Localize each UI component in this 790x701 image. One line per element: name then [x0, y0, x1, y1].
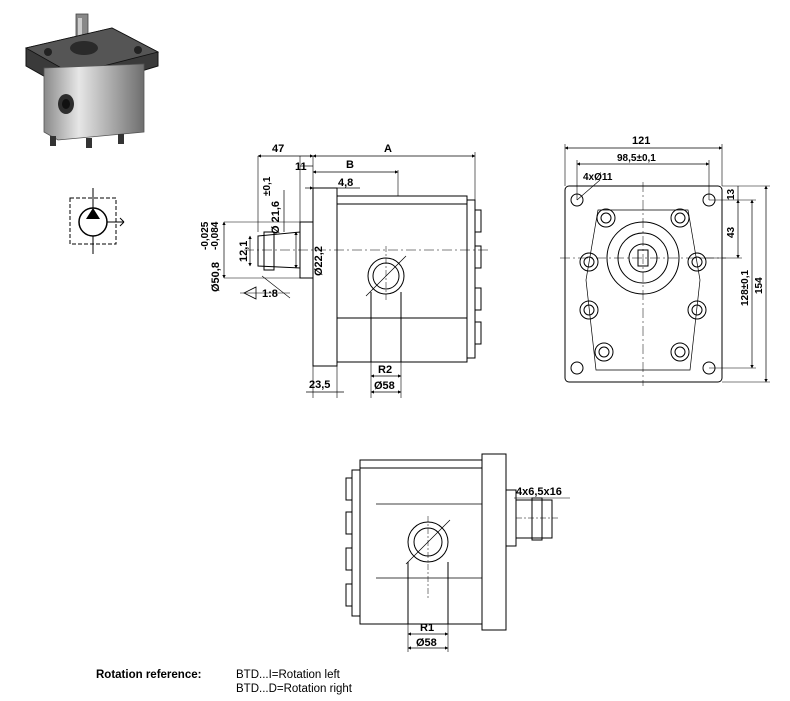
dim-b: B — [346, 159, 354, 171]
side-view-labels: 47 11 B A 4,8 Ø 21,6 ±0,1 12,1 Ø50,8 -0,… — [200, 143, 395, 392]
dim-58: Ø58 — [374, 380, 395, 392]
rotation-right: BTD...D=Rotation right — [236, 683, 353, 695]
hydraulic-pump-symbol-icon — [69, 188, 125, 254]
dim-154: 154 — [754, 277, 765, 294]
dim-4-8: 4,8 — [338, 177, 353, 189]
front-view — [560, 144, 770, 386]
dim-43: 43 — [726, 226, 737, 238]
bottom-view — [345, 453, 570, 652]
front-view-labels: 121 98,5±0,1 4xØ11 13 43 128±0,1 154 — [583, 135, 765, 306]
dim-r2: R2 — [378, 364, 392, 376]
dim-21-6: Ø 21,6 — [270, 201, 282, 234]
rotation-reference: Rotation reference: BTD...I=Rotation left… — [96, 668, 352, 696]
dim-58-bottom: Ø58 — [416, 637, 437, 649]
dim-thread: 4x6,5x16 — [516, 486, 562, 498]
rotation-label: Rotation reference: — [96, 669, 202, 681]
pump-photo — [24, 13, 160, 148]
dim-47: 47 — [272, 143, 284, 155]
front-bolts — [579, 208, 707, 362]
dim-128: 128±0,1 — [740, 269, 751, 306]
side-view — [222, 152, 490, 398]
dim-taper: 1:8 — [262, 288, 278, 300]
dim-r1: R1 — [420, 622, 434, 634]
dim-50-8-tol-lower: -0,084 — [210, 221, 221, 250]
dim-holes: 4xØ11 — [583, 172, 613, 183]
dim-50-8: Ø50,8 — [210, 262, 222, 292]
dim-98-5: 98,5±0,1 — [617, 153, 656, 164]
dim-23-5: 23,5 — [309, 379, 330, 391]
dim-a: A — [384, 143, 392, 155]
bottom-view-labels: 4x6,5x16 R1 Ø58 — [416, 486, 562, 649]
dim-121: 121 — [632, 135, 650, 147]
dim-21-6-tol: ±0,1 — [262, 176, 273, 196]
rotation-left: BTD...I=Rotation left — [236, 669, 340, 681]
dim-12-1: 12,1 — [238, 241, 250, 262]
dim-13: 13 — [726, 188, 737, 200]
dim-11: 11 — [295, 161, 307, 173]
dim-50-8-tol-upper: -0,025 — [200, 221, 211, 250]
dim-22-2: Ø22,2 — [313, 246, 325, 276]
